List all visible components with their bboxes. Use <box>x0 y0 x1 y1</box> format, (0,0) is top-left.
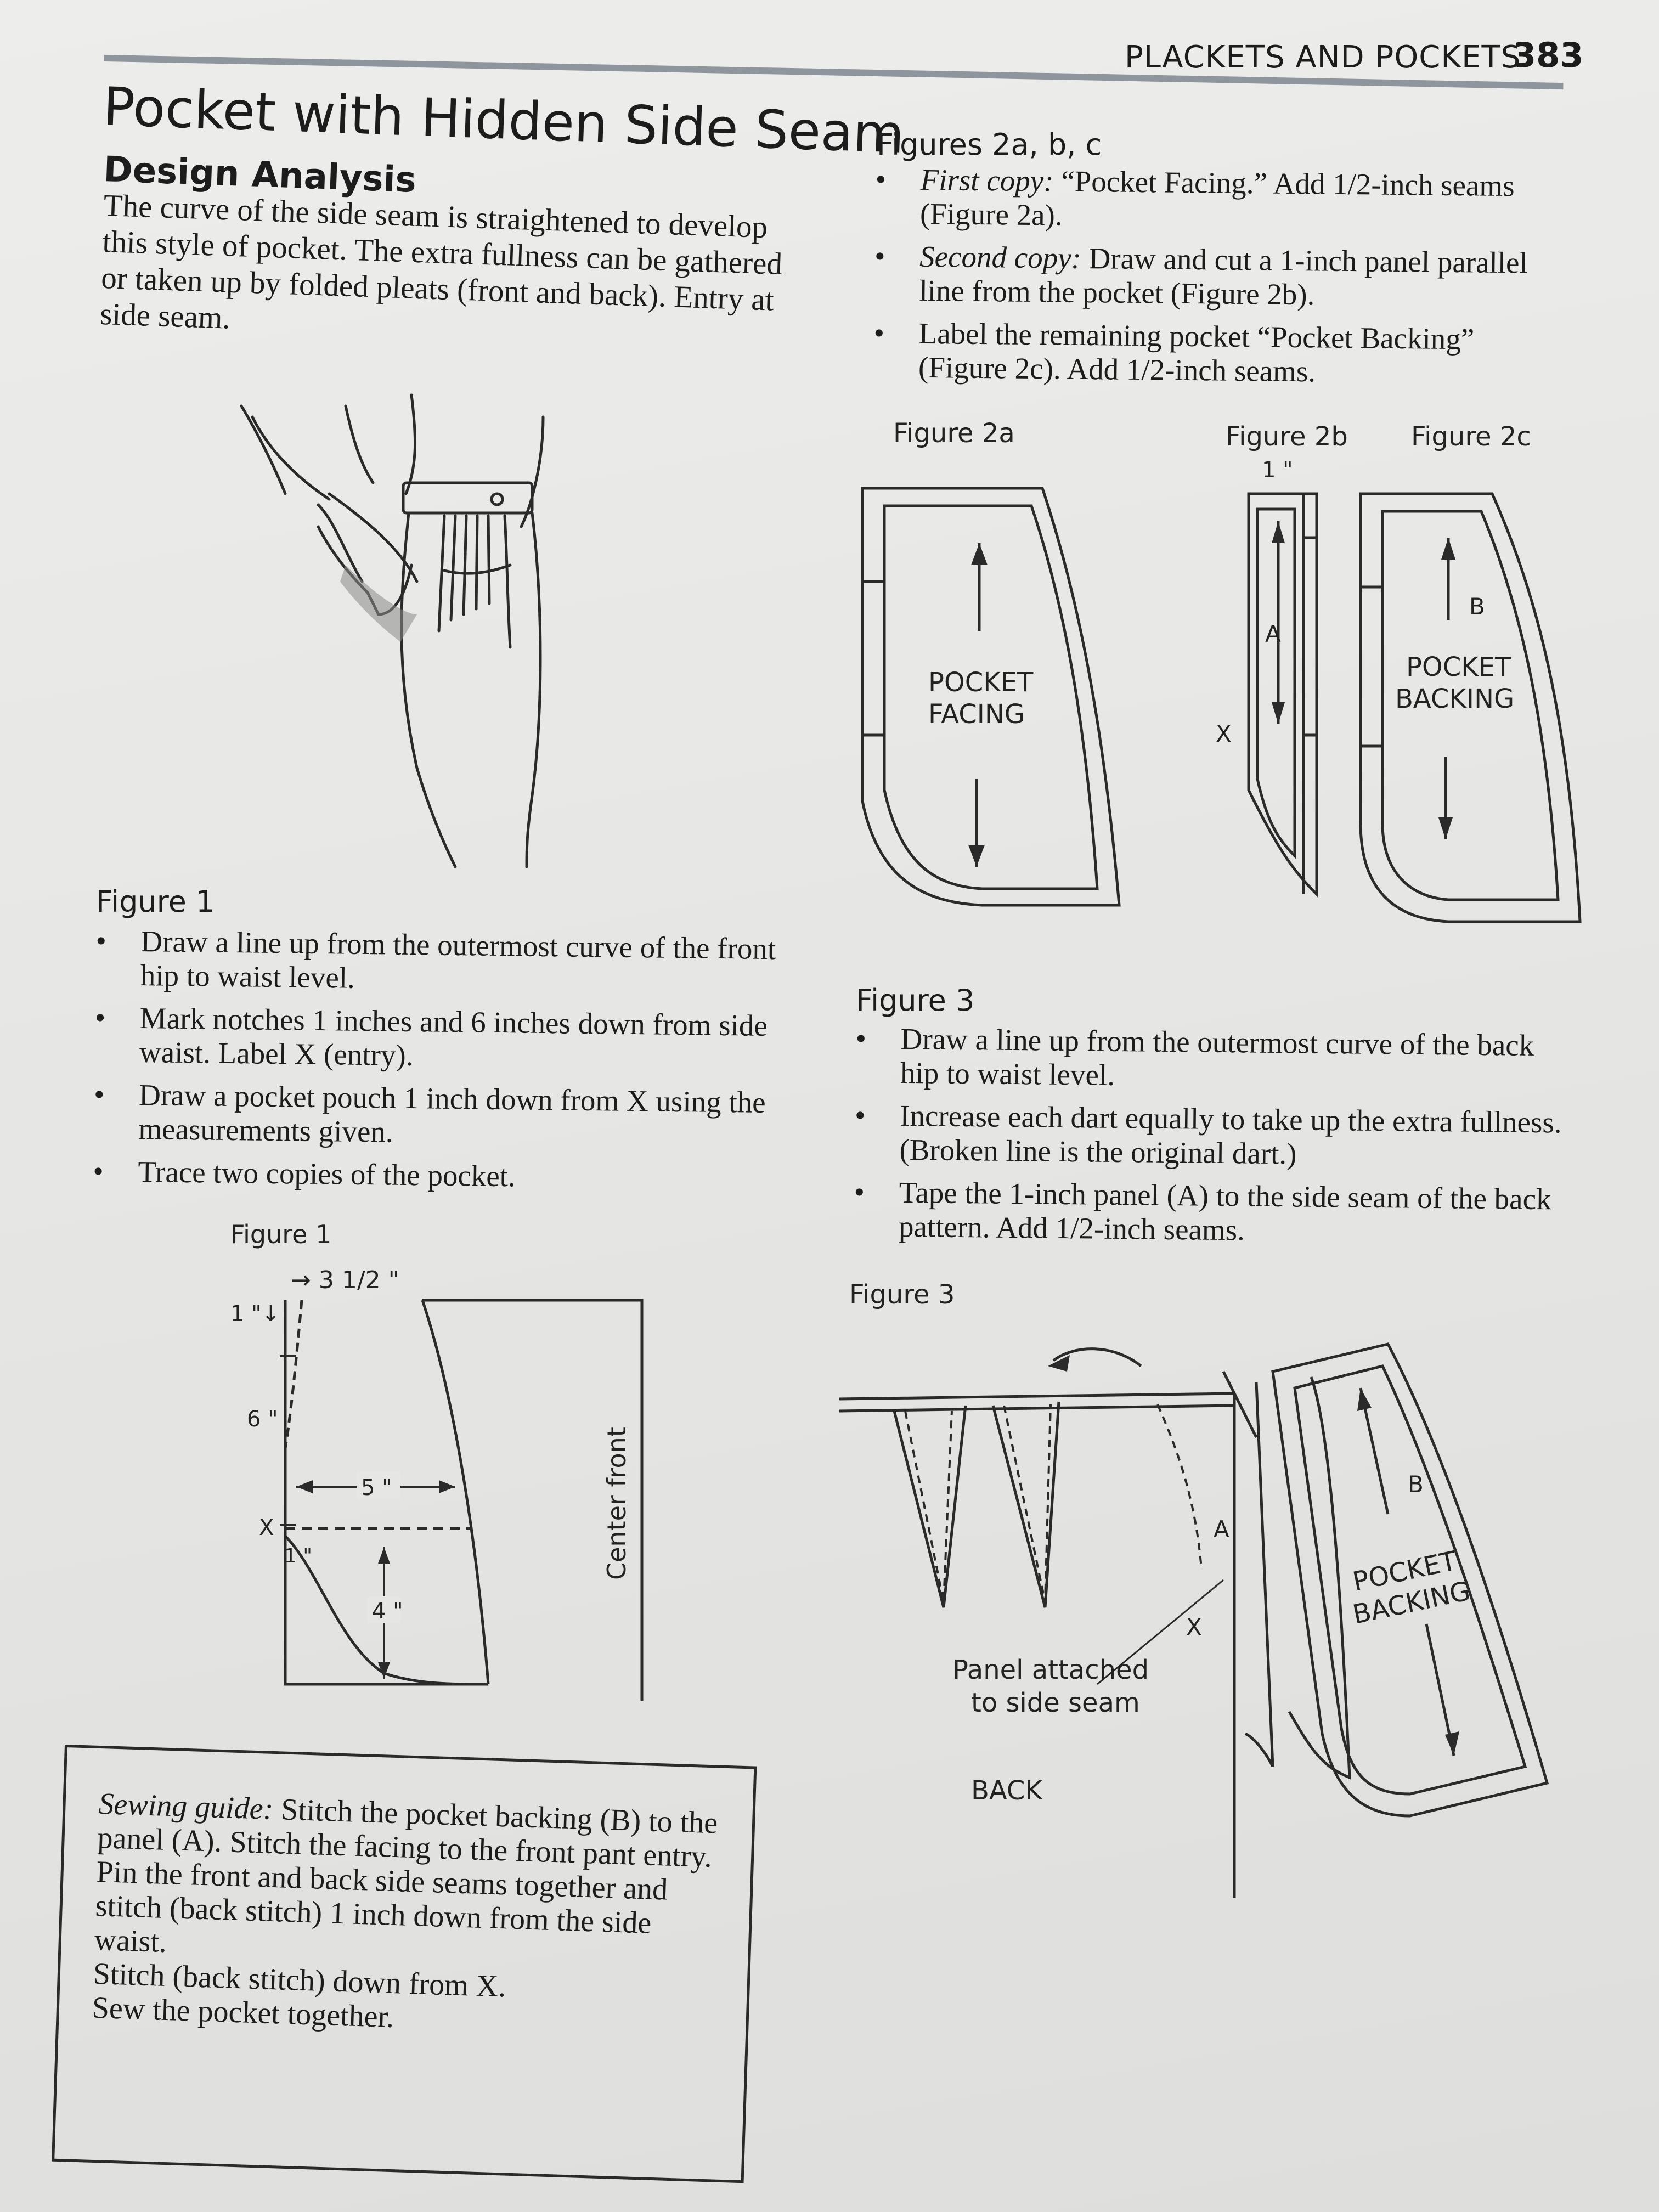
original-dart-lines <box>904 1404 1203 1602</box>
running-header: PLACKETS AND POCKETS <box>1125 40 1521 75</box>
list-item: Tape the 1-inch panel (A) to the side se… <box>854 1175 1567 1251</box>
back-label: BACK <box>971 1775 1043 1806</box>
figure-2b-caption: Figure 2b <box>1226 421 1348 452</box>
entry-x-label: X <box>1186 1613 1202 1640</box>
four-inch-label: 4 " <box>372 1599 403 1624</box>
list-item: Trace two copies of the pocket. <box>93 1154 806 1197</box>
pants-pocket-illustration <box>240 393 545 868</box>
list-item: First copy: “Pocket Facing.” Add 1/2-inc… <box>875 162 1567 238</box>
figure-1-caption: Figure 1 <box>96 884 215 919</box>
leader-line <box>1097 1579 1224 1685</box>
figure-3-caption: Figure 3 <box>856 983 975 1018</box>
list-item: Second copy: Draw and cut a 1-inch panel… <box>874 239 1566 314</box>
sewing-guide-text: Sewing guide: Stitch the pocket backing … <box>92 1787 735 2045</box>
sewing-guide-lead: Sewing guide: <box>98 1787 274 1826</box>
item-lead: First copy: <box>920 162 1054 198</box>
pocket-facing-label: FACING <box>928 699 1025 730</box>
one-inch-below-x-label: 1 " <box>284 1545 312 1567</box>
front-pattern-outline <box>284 1299 644 1701</box>
figure-1-instructions: Draw a line up from the outermost curve … <box>93 924 809 1206</box>
list-item: Label the remaining pocket “Pocket Backi… <box>873 316 1565 391</box>
width-measure-label: → 3 1/2 " <box>291 1266 399 1294</box>
page-number: 383 <box>1513 35 1584 75</box>
entry-x-label: X <box>1216 720 1232 747</box>
list-item: Mark notches 1 inches and 6 inches down … <box>94 1001 808 1077</box>
figures-2-caption: Figures 2a, b, c <box>877 127 1102 162</box>
figure-3-diagram: Figure 3 B POCKET BACKING A <box>839 1279 1549 1898</box>
figure-3-instructions: Draw a line up from the outermost curve … <box>854 1022 1569 1260</box>
center-front-label: Center front <box>602 1427 631 1580</box>
panel-a-label: A <box>1214 1516 1229 1543</box>
pocket-backing-label: BACKING <box>1395 684 1514 714</box>
six-inch-notch-label: 6 " <box>247 1407 278 1432</box>
list-item: Draw a line up from the outermost curve … <box>855 1022 1569 1097</box>
section-title: Pocket with Hidden Side Seam <box>102 76 906 165</box>
figure-3-diagram-caption: Figure 3 <box>849 1279 955 1310</box>
figure-2c-caption: Figure 2c <box>1411 421 1531 452</box>
one-inch-notch-label: 1 "↓ <box>230 1301 280 1327</box>
pocket-backing-label: POCKET <box>1406 652 1511 682</box>
figure-1-diagram: Figure 1 → 3 1/2 " 1 "↓ 6 " 5 " X 1 " 4 … <box>230 1220 644 1701</box>
list-item: Draw a line up from the outermost curve … <box>95 924 809 1001</box>
panel-a-pattern <box>1247 492 1318 898</box>
backing-b-label: B <box>1408 1471 1424 1498</box>
back-pattern-outline <box>839 1347 1351 1898</box>
item-text: Label the remaining pocket “Pocket Backi… <box>918 316 1475 388</box>
five-inch-label: 5 " <box>361 1475 392 1500</box>
pocket-backing-b-label: B <box>1469 593 1485 620</box>
figure-2a-caption: Figure 2a <box>893 418 1015 449</box>
figures-2-instructions: First copy: “Pocket Facing.” Add 1/2-inc… <box>873 162 1567 400</box>
pocket-facing-label: POCKET <box>928 667 1034 698</box>
pocket-facing-pattern <box>861 487 1121 907</box>
sewing-guide-box: Sewing guide: Stitch the pocket backing … <box>52 1745 757 2183</box>
list-item: Draw a pocket pouch 1 inch down from X u… <box>93 1077 807 1154</box>
figure-1-diagram-caption: Figure 1 <box>230 1220 331 1249</box>
list-item: Increase each dart equally to take up th… <box>854 1098 1568 1174</box>
panel-attached-label: Panel attached <box>952 1655 1149 1685</box>
design-analysis-text: The curve of the side seam is straighten… <box>99 188 783 336</box>
pocket-backing-pattern <box>1359 492 1582 923</box>
sewing-guide-line: Pin the front and back side seams togeth… <box>93 1854 669 1960</box>
entry-x-label: X <box>259 1515 274 1541</box>
item-lead: Second copy: <box>919 239 1082 275</box>
panel-width-label: 1 " <box>1262 458 1293 483</box>
panel-a-label: A <box>1265 620 1281 647</box>
panel-attached-label: to side seam <box>971 1688 1140 1718</box>
figure-2-diagrams: Figure 2a Figure 2b Figure 2c 1 " POCKET… <box>861 418 1582 923</box>
